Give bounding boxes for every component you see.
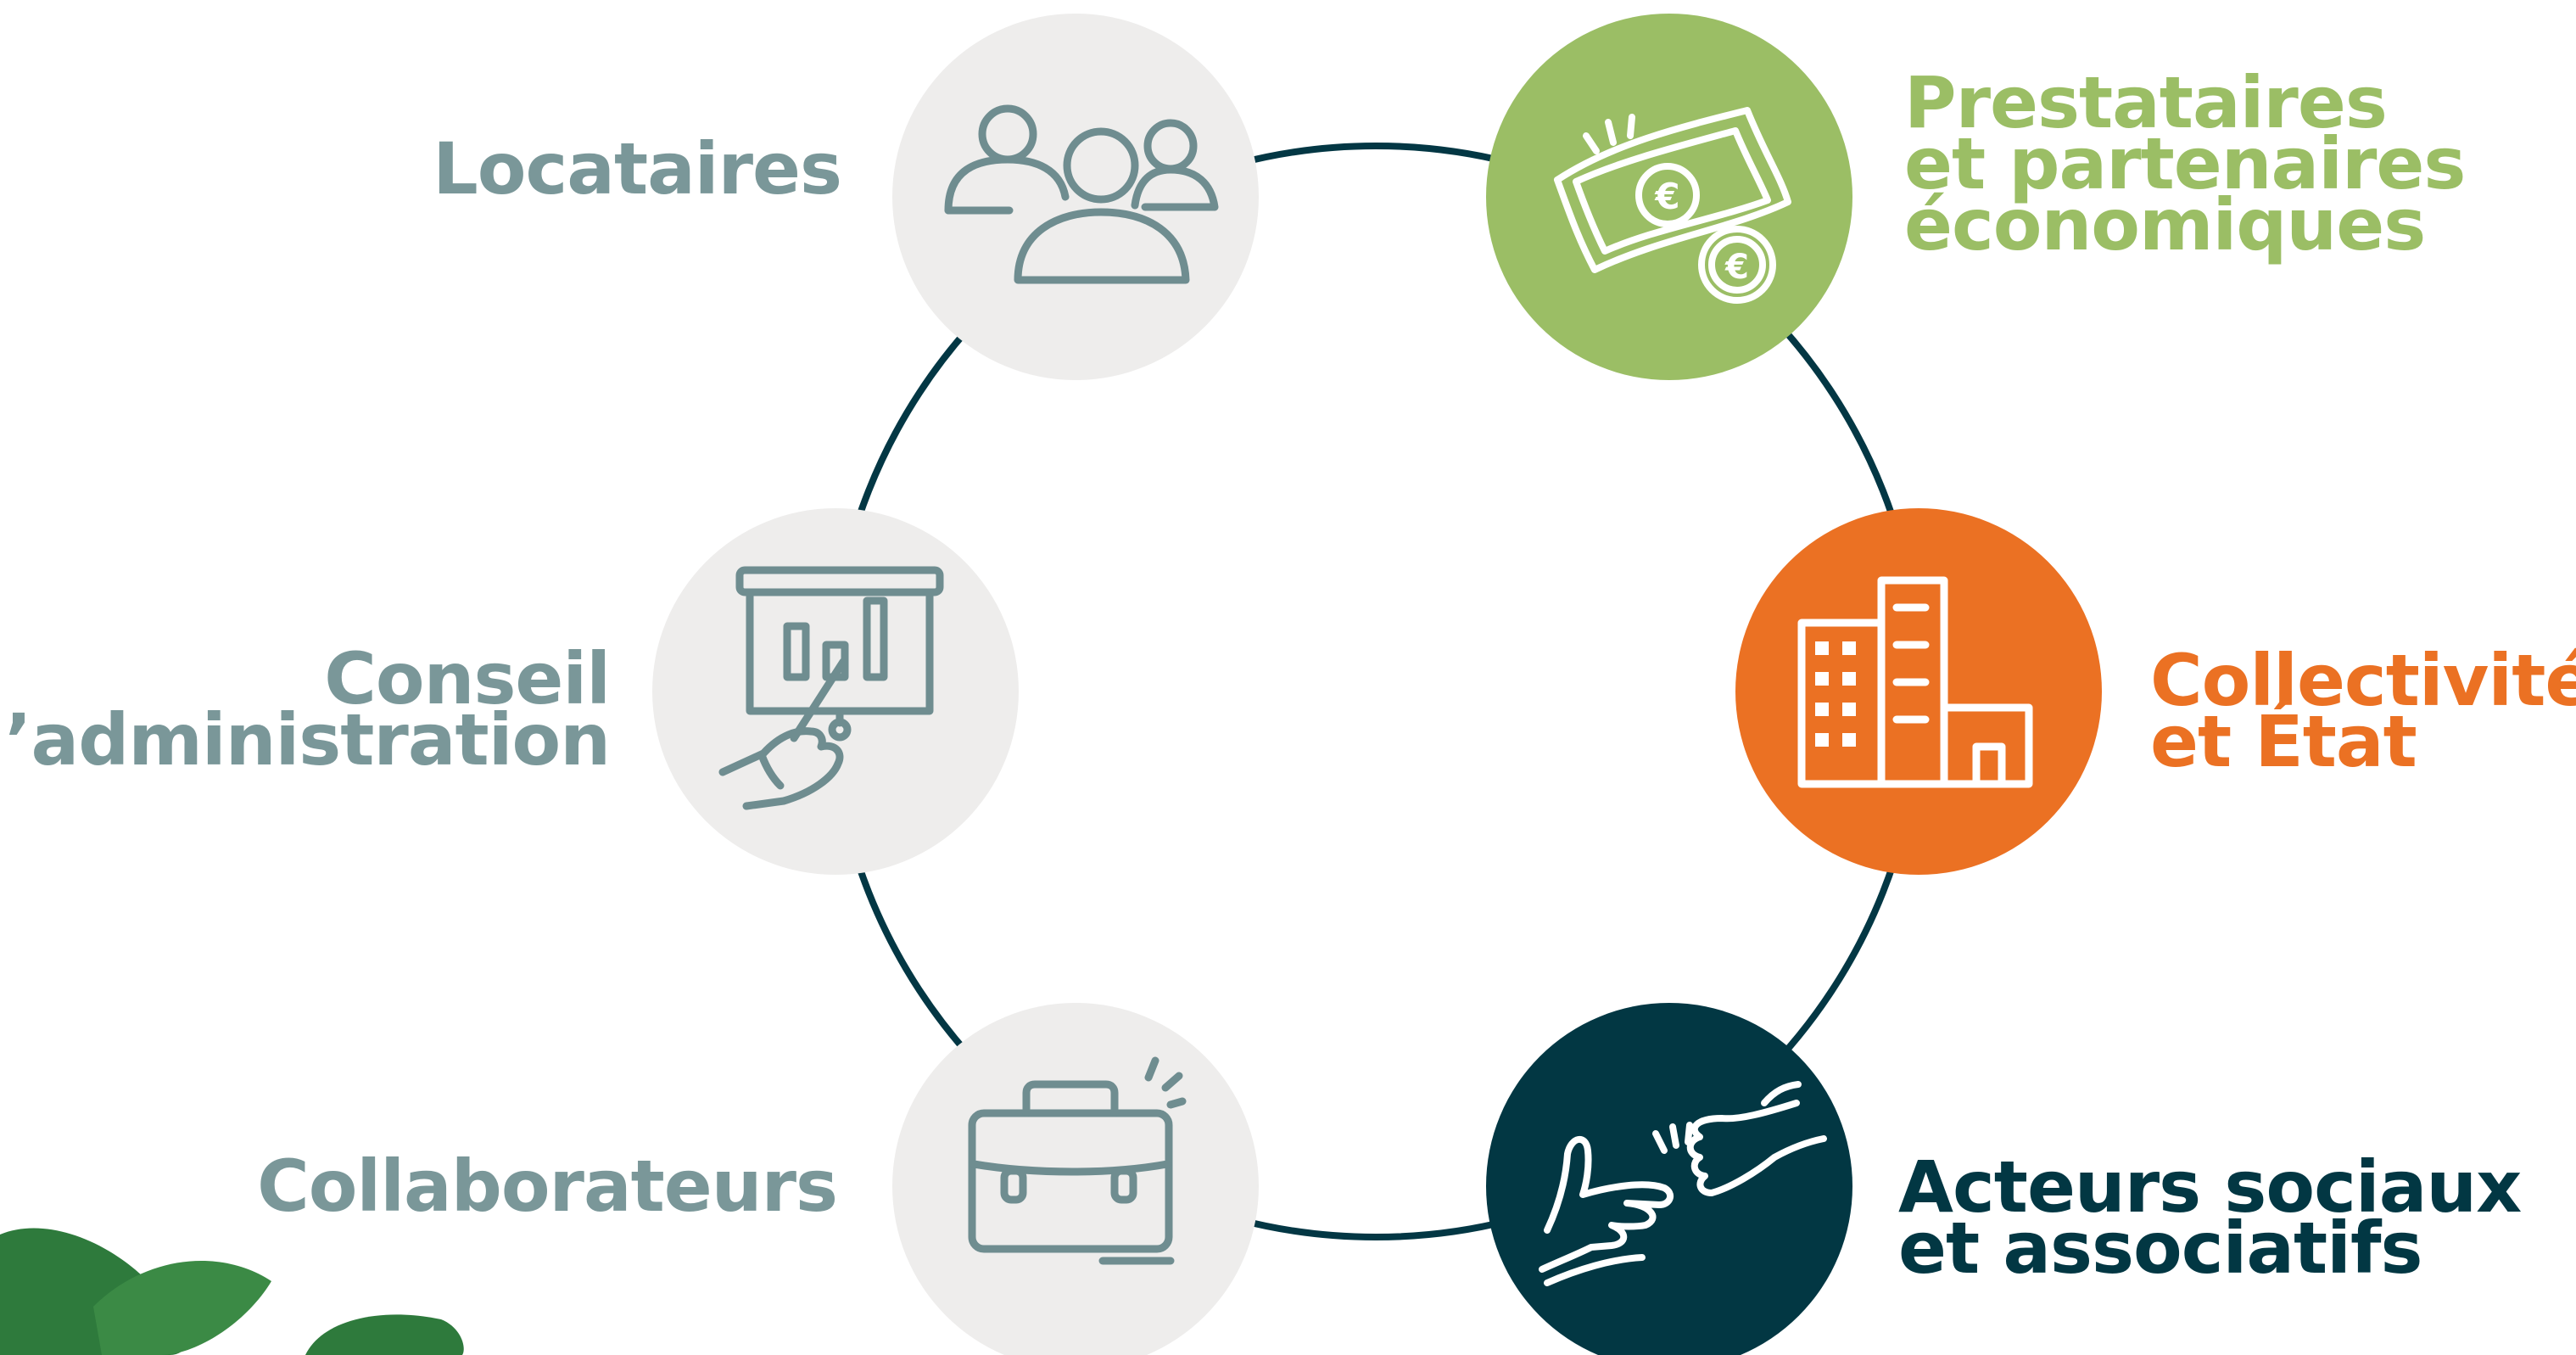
- helping-hands-icon: [1539, 1081, 1827, 1286]
- node-circle-conseil: [652, 508, 1019, 875]
- label-prestataires-line-1: Prestataires: [1904, 61, 2388, 144]
- label-conseil-line-1: Conseil: [324, 637, 611, 720]
- svg-text:€: €: [1654, 176, 1679, 217]
- node-collectivites: [1735, 508, 2102, 875]
- label-conseil: Conseil d’administration: [0, 637, 611, 781]
- label-acteurs-line-2: et associatifs: [1898, 1207, 2423, 1290]
- label-prestataires-line-2: et partenaires: [1904, 122, 2466, 205]
- label-collaborateurs-line-1: Collaborateurs: [257, 1145, 838, 1228]
- label-acteurs-line-1: Acteurs sociaux: [1898, 1145, 2522, 1229]
- label-collectivites-line-1: Collectivités: [2150, 639, 2576, 722]
- label-acteurs: Acteurs sociaux et associatifs: [1898, 1145, 2522, 1290]
- label-prestataires-line-3: économiques: [1904, 183, 2426, 266]
- node-locataires: [892, 14, 1259, 380]
- node-circle-collectivites: [1735, 508, 2102, 875]
- building-windows: [1815, 641, 1856, 747]
- briefcase-icon: [968, 1056, 1187, 1265]
- leaves-decoration: [0, 1228, 464, 1355]
- label-collaborateurs: Collaborateurs: [257, 1145, 838, 1228]
- node-circle-locataires: [892, 14, 1259, 380]
- label-locataires-line-1: Locataires: [433, 127, 842, 210]
- people-group-icon: [944, 104, 1219, 284]
- label-prestataires: Prestataires et partenaires économiques: [1904, 61, 2466, 266]
- node-collaborateurs: [892, 1003, 1259, 1355]
- node-conseil: [652, 508, 1019, 875]
- label-collectivites-line-2: et État: [2150, 700, 2417, 783]
- node-circle-collaborateurs: [892, 1003, 1259, 1355]
- label-collectivites: Collectivités et État: [2150, 639, 2576, 783]
- node-prestataires: € €: [1486, 14, 1852, 380]
- node-circle-acteurs: [1486, 1003, 1852, 1355]
- label-conseil-line-2: d’administration: [0, 698, 611, 781]
- label-locataires: Locataires: [433, 127, 842, 210]
- presentation-board-icon: [718, 566, 944, 810]
- node-acteurs: [1486, 1003, 1852, 1355]
- city-buildings-icon: [1797, 576, 2033, 788]
- svg-text:€: €: [1724, 248, 1749, 287]
- banknote-euro-icon: € €: [1554, 107, 1791, 304]
